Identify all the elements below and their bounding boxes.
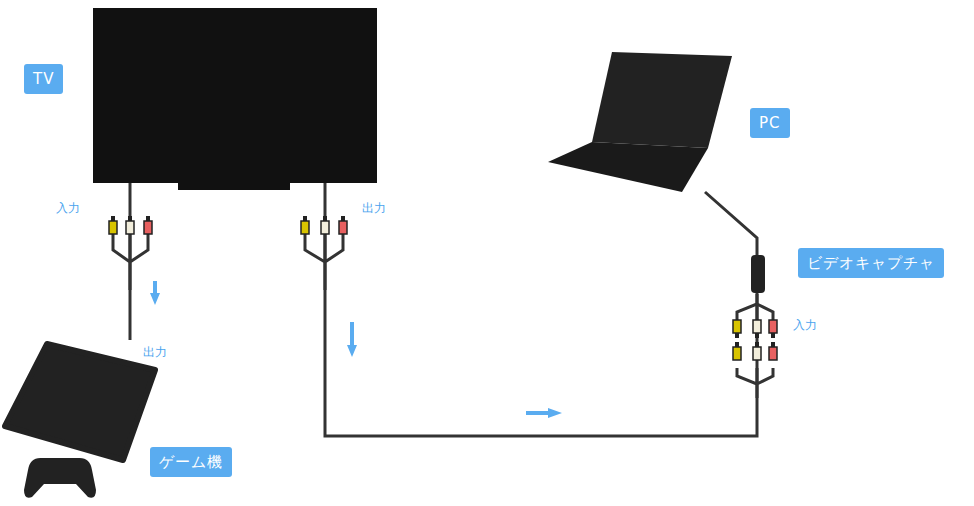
console-outline (5, 340, 157, 462)
rca-plug (126, 216, 134, 234)
rca-plug (301, 216, 309, 234)
rca-plug (769, 342, 777, 360)
rca-plug (753, 342, 761, 360)
cable-branch (305, 234, 343, 290)
game-console: ゲーム機 (5, 340, 157, 462)
rca-plug (733, 320, 741, 338)
name-tag: ビデオキャプチャ (798, 248, 944, 278)
cable-branch (737, 294, 773, 320)
flow-arrow (150, 281, 160, 305)
name-tag: PC (750, 108, 790, 138)
port-label: 出力 (362, 201, 386, 215)
rca-plug (109, 216, 117, 234)
rca-plug (321, 216, 329, 234)
cable-branch (737, 368, 773, 398)
port-label: 出力 (143, 345, 167, 359)
port-label: 入力 (793, 318, 817, 332)
tv-screen: TV (93, 8, 377, 183)
game-controller (24, 458, 96, 498)
name-tag: ゲーム機 (150, 447, 232, 477)
flow-arrow (526, 408, 562, 418)
rca-plug (733, 342, 741, 360)
rca-plug (144, 216, 152, 234)
port-label: 入力 (56, 201, 80, 215)
pc-laptop: PC (548, 50, 738, 192)
laptop-outline (548, 50, 738, 192)
capture-device: ビデオキャプチャ (751, 255, 765, 293)
rca-plug (339, 216, 347, 234)
name-tag: TV (24, 64, 63, 94)
cable-branch (113, 234, 148, 290)
flow-arrow (347, 322, 357, 357)
av-cable (325, 183, 757, 436)
av-cable (705, 192, 757, 255)
rca-plug (769, 320, 777, 338)
rca-plug (753, 320, 761, 338)
